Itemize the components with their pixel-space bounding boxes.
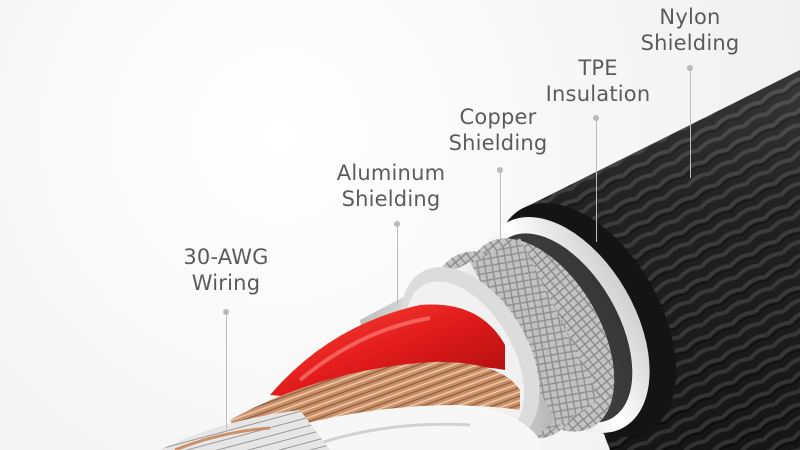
leader-dot-copper xyxy=(497,167,503,173)
leader-dot-aluminum xyxy=(394,221,400,227)
label-line-2: Shielding xyxy=(640,31,740,55)
leader-aluminum xyxy=(397,224,398,306)
leader-dot-tpe xyxy=(593,115,599,121)
label-line-1: Copper xyxy=(459,105,537,129)
leader-tpe xyxy=(596,118,597,242)
label-line-1: Aluminum xyxy=(336,161,446,185)
label-line-2: Insulation xyxy=(545,82,651,106)
label-line-1: TPE xyxy=(578,56,618,80)
red-insulation xyxy=(270,304,505,400)
label-line-2: Wiring xyxy=(191,271,261,295)
label-line-1: 30-AWG xyxy=(183,245,269,269)
leader-dot-nylon xyxy=(687,65,693,71)
label-30-awg-wiring: 30-AWG Wiring xyxy=(183,244,268,296)
label-nylon-shielding: Nylon Shielding xyxy=(641,4,740,56)
label-copper-shielding: Copper Shielding xyxy=(449,104,548,156)
label-line-2: Shielding xyxy=(448,131,548,155)
leader-dot-30-awg xyxy=(223,309,229,315)
leader-copper xyxy=(500,170,501,242)
leader-30-awg xyxy=(226,312,227,430)
label-line-2: Shielding xyxy=(341,187,441,211)
label-tpe-insulation: TPE Insulation xyxy=(546,55,651,107)
label-line-1: Nylon xyxy=(659,5,721,29)
leader-nylon xyxy=(690,68,691,178)
label-aluminum-shielding: Aluminum Shielding xyxy=(337,160,445,212)
